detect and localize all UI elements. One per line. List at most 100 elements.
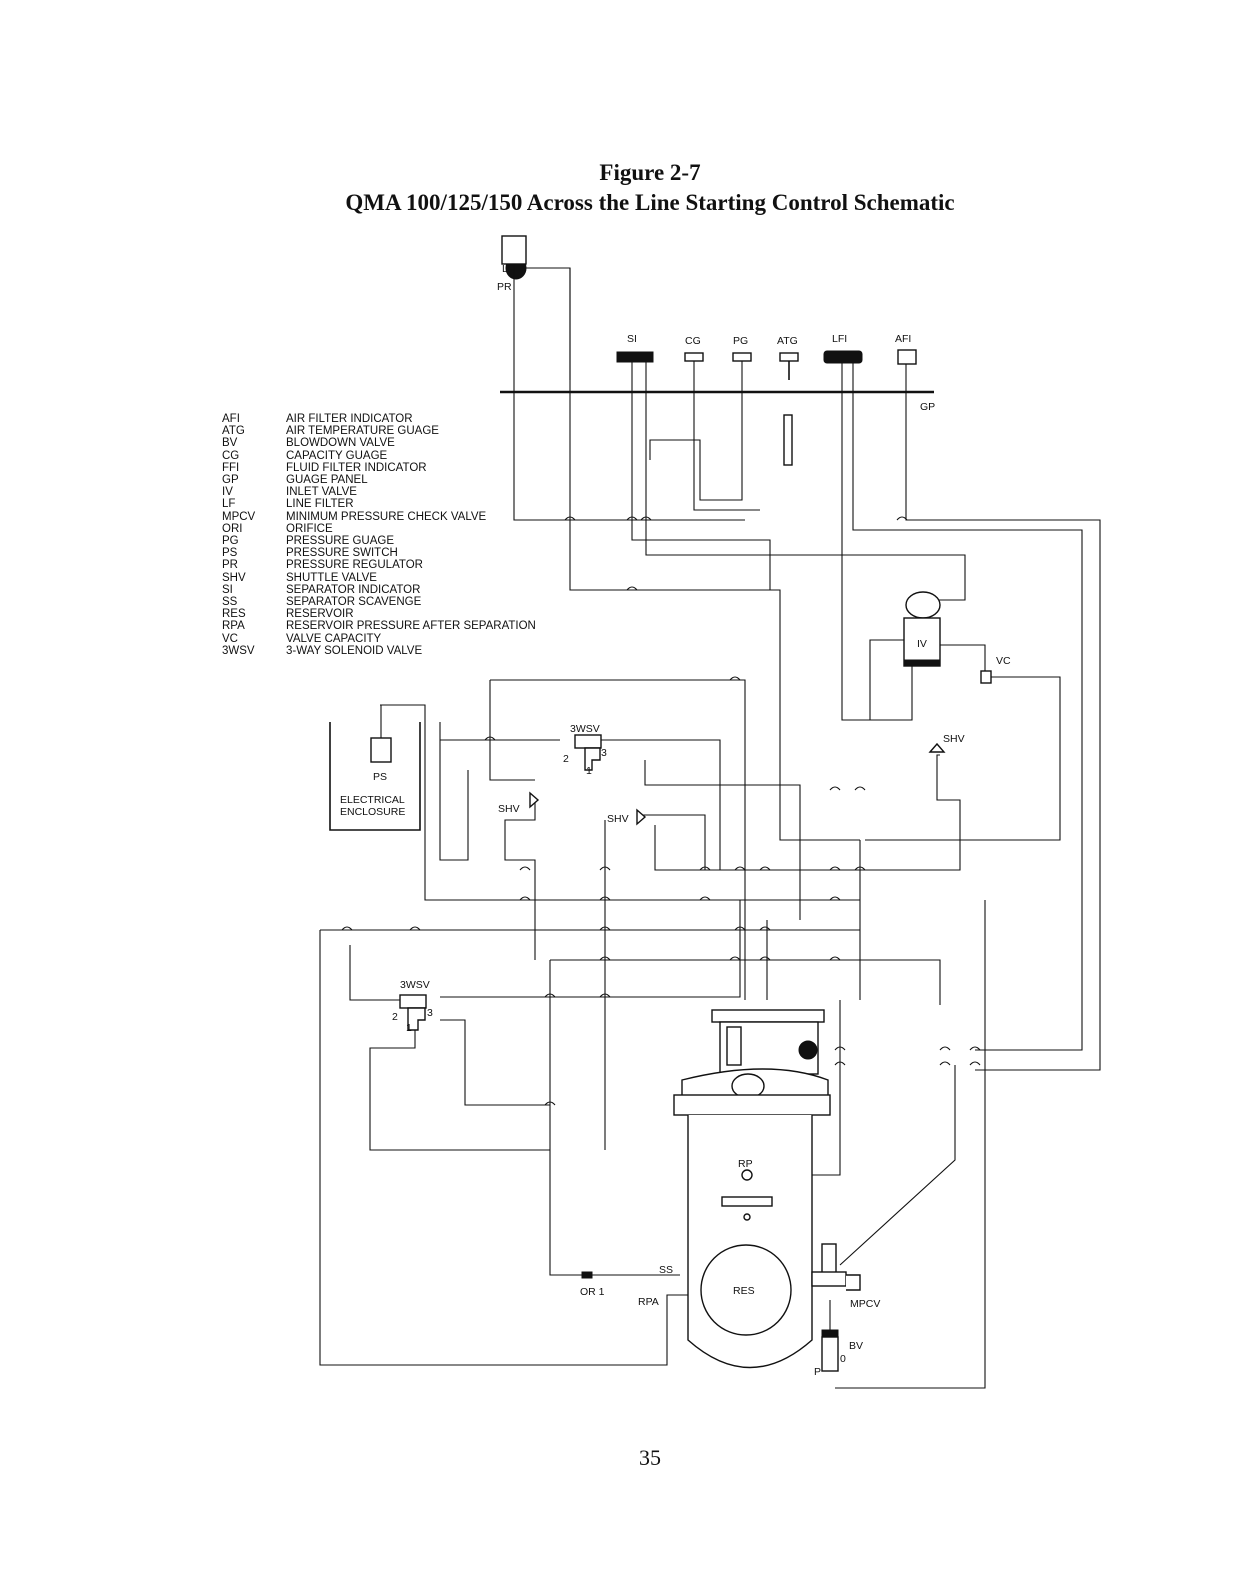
legend-description: FLUID FILTER INDICATOR [286, 461, 427, 474]
legend-abbreviation: RPA [222, 620, 245, 633]
label-ps: PS [373, 771, 387, 783]
reservoir-tank [673, 1009, 831, 1369]
solenoid-valve-bottom [399, 994, 427, 1031]
fluid-filter-indicator [823, 350, 863, 392]
legend-abbreviation: SS [222, 596, 238, 609]
legend-description: GUAGE PANEL [286, 474, 368, 487]
legend-row: FFI FLUID FILTER INDICATOR [222, 462, 536, 474]
legend-description: RESERVOIR [286, 608, 354, 621]
reservoir [700, 1244, 792, 1336]
label-cg: CG [685, 335, 701, 347]
legend-abbreviation: BV [222, 437, 238, 450]
label-3wsv-top: 3WSV [570, 723, 600, 735]
legend-description: SHUTTLE VALVE [286, 571, 377, 584]
legend-row: MPCV MINIMUM PRESSURE CHECK VALVE [222, 511, 536, 523]
pressure-regulator [505, 256, 571, 380]
legend-description: CAPACITY GUAGE [286, 449, 388, 462]
label-bv: BV [849, 1340, 863, 1352]
label-res: RES [733, 1285, 755, 1297]
label-mpcv: MPCV [850, 1298, 880, 1310]
legend-row: BV BLOWDOWN VALVE [222, 437, 536, 449]
inlet-valve [869, 591, 986, 720]
blowdown-valve [821, 1300, 839, 1372]
label-si: SI [627, 333, 637, 345]
legend-abbreviation: SI [222, 583, 233, 596]
orifice [581, 1271, 593, 1279]
valve-capacity [980, 670, 992, 684]
legend-description: 3-WAY SOLENOID VALVE [286, 644, 423, 657]
label-gp: GP [920, 401, 935, 413]
label-enclosure: ENCLOSURE [340, 806, 405, 818]
legend-abbreviation: CG [222, 449, 240, 462]
legend-row: ORI ORIFICE [222, 523, 536, 535]
legend-row: RPA RESERVOIR PRESSURE AFTER SEPARATION [222, 620, 536, 632]
capacity-gauge [684, 352, 704, 392]
legend-description: INLET VALVE [286, 486, 357, 499]
legend-abbreviation: AFI [222, 413, 240, 425]
component-labels: SI CG PG ATG LFI AFI PR GP LF IV VC SHV … [340, 263, 1011, 1378]
legend-description: PRESSURE GUAGE [286, 535, 394, 548]
label-shv-right: SHV [943, 733, 965, 745]
label-pg: PG [733, 335, 748, 347]
figure-title: QMA 100/125/150 Across the Line Starting… [345, 190, 955, 215]
label-vc: VC [996, 655, 1011, 667]
legend-description: MINIMUM PRESSURE CHECK VALVE [286, 510, 487, 523]
label-port-1-top: 1 [586, 765, 592, 777]
shuttle-valve-right [928, 742, 946, 753]
air-temperature-gauge [779, 352, 799, 466]
label-electrical: ELECTRICAL [340, 794, 405, 806]
label-port-2-top: 2 [563, 753, 569, 765]
legend-abbreviation: PS [222, 547, 238, 560]
figure-label: Figure 2-7 [599, 160, 701, 185]
legend-description: ORIFICE [286, 522, 333, 535]
legend-abbreviation: SHV [222, 571, 246, 584]
legend-row: PS PRESSURE SWITCH [222, 547, 536, 559]
solenoid-valve-top [574, 734, 602, 771]
legend-description: BLOWDOWN VALVE [286, 437, 395, 450]
electrical-enclosure [329, 705, 469, 861]
pressure-gauge [732, 352, 752, 392]
label-ss: SS [659, 1264, 673, 1276]
label-rpa: RPA [638, 1296, 659, 1308]
legend-row: CG CAPACITY GUAGE [222, 450, 536, 462]
legend-description: SEPARATOR SCAVENGE [286, 596, 422, 609]
label-port-3-bottom: 3 [427, 1007, 433, 1019]
legend-abbreviation: FFI [222, 461, 240, 474]
label-shv-middle: SHV [607, 813, 629, 825]
legend-description: RESERVOIR PRESSURE AFTER SEPARATION [286, 620, 536, 633]
legend-abbreviation: PR [222, 559, 238, 572]
legend-abbreviation: ATG [222, 425, 245, 438]
label-port-2-bottom: 2 [392, 1011, 398, 1023]
legend-description: PRESSURE REGULATOR [286, 559, 423, 572]
legend-abbreviation: MPCV [222, 510, 256, 523]
page-number: 35 [639, 1445, 661, 1470]
legend-description: VALVE CAPACITY [286, 632, 382, 645]
legend-abbreviation: ORI [222, 522, 243, 535]
label-lf: LF [502, 263, 514, 275]
legend-description: PRESSURE SWITCH [286, 547, 398, 560]
legend-row: PR PRESSURE REGULATOR [222, 559, 536, 571]
pipe-crossover-hops [341, 516, 981, 1106]
label-lfi: LFI [832, 333, 847, 345]
legend-row: GP GUAGE PANEL [222, 474, 536, 486]
label-ori: OR 1 [580, 1286, 605, 1298]
legend-description: LINE FILTER [286, 498, 354, 511]
label-pr: PR [497, 281, 512, 293]
legend-row: SS SEPARATOR SCAVENGE [222, 596, 536, 608]
legend-abbreviation: GP [222, 474, 239, 487]
label-shv-left: SHV [498, 803, 520, 815]
air-filter-indicator [897, 349, 917, 392]
legend-description: AIR TEMPERATURE GUAGE [286, 425, 439, 438]
label-port-1-bottom: 1 [406, 1022, 412, 1034]
label-bv-o: 0 [840, 1353, 846, 1365]
label-iv: IV [917, 638, 927, 650]
